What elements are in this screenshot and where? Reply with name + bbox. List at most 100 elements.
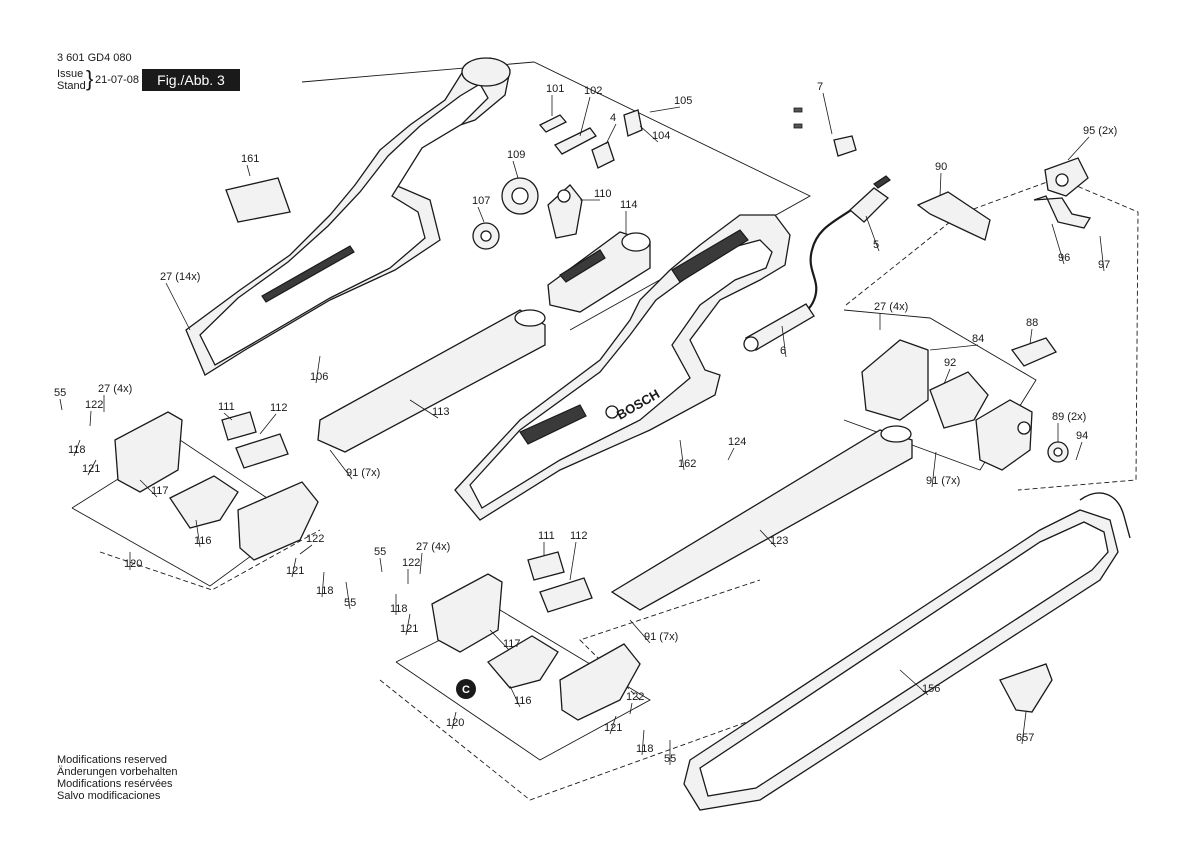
nozzle-156 (683, 492, 1131, 811)
leader-line-p20 (1029, 328, 1033, 345)
leader-line-p31 (1075, 441, 1083, 461)
part-callout-p31: 94 (1076, 430, 1088, 442)
washer-89 (1047, 441, 1069, 463)
footer-notice: Modifications reserved Änderungen vorbeh… (57, 754, 177, 802)
part-callout-p36: 124 (728, 436, 746, 448)
blower-main-housing (454, 214, 791, 521)
leader-line-p28 (259, 413, 277, 435)
part-callout-p44: 55 (344, 597, 356, 609)
bracket-90 (916, 191, 991, 241)
clip-657 (999, 663, 1053, 713)
part-callout-p16: 97 (1098, 259, 1110, 271)
part-callout-p28: 112 (270, 402, 288, 414)
leader-line-p56 (509, 685, 521, 708)
leader-line-p58 (629, 702, 633, 715)
footer-line-es: Salvo modificaciones (57, 790, 161, 802)
part-callout-p1: 161 (241, 153, 259, 165)
header-stand-label: Stand (57, 80, 86, 92)
leader-line-p8 (1067, 136, 1090, 161)
leader-line-p37 (931, 451, 937, 488)
part-callout-p62: 657 (1016, 732, 1034, 744)
part-callout-p5: 4 (610, 112, 616, 124)
leader-line-p62 (1021, 711, 1027, 745)
leader-line-p21 (929, 344, 979, 351)
part-callout-p7: 7 (817, 81, 823, 93)
leader-line-p27 (223, 412, 233, 421)
frame-dash-right (845, 177, 1139, 491)
knob-107 (472, 222, 500, 250)
label-card-161 (225, 177, 291, 223)
part-callout-p14: 5 (873, 239, 879, 251)
connectors-111-112-upper (221, 411, 289, 469)
leader-line-p48 (569, 541, 577, 581)
part-callout-p24: 55 (54, 387, 66, 399)
part-callout-p56: 116 (514, 695, 532, 707)
footer-line-en: Modifications reserved (57, 754, 168, 766)
tube-113 (317, 309, 546, 453)
leader-line-p24 (59, 398, 63, 411)
leader-line-p46 (419, 552, 423, 575)
leader-line-p39 (195, 519, 201, 548)
part-callout-p39: 116 (194, 535, 212, 547)
header-issue-label: Issue (57, 68, 84, 80)
header-issue-date: 21-07-08 (95, 74, 140, 86)
part-callout-p15: 96 (1058, 252, 1070, 264)
part-callout-p8: 95 (2x) (1083, 125, 1117, 137)
leader-line-p38 (139, 479, 158, 498)
part-callout-p54: 91 (7x) (644, 631, 678, 643)
part-callout-p12: 114 (620, 199, 638, 211)
leader-line-p42 (291, 557, 297, 578)
right-housing-84 (861, 339, 1033, 471)
leader-line-p44 (345, 581, 351, 610)
leader-line-p19 (781, 325, 787, 358)
part-callout-p34: 91 (7x) (346, 467, 380, 479)
nozzle-end-assembly-lower (431, 573, 641, 721)
c-badge: C (456, 679, 476, 699)
part-callout-p35: 162 (678, 458, 696, 470)
part-callout-p20: 88 (1026, 317, 1038, 329)
part-callout-p11: 107 (472, 195, 490, 207)
part-callout-p19: 6 (780, 345, 786, 357)
part-callout-p9: 109 (507, 149, 525, 161)
leader-line-p54 (629, 619, 651, 644)
footer-line-de: Änderungen vorbehalten (57, 766, 178, 778)
leader-line-p7 (822, 92, 833, 135)
leader-line-p13 (939, 172, 942, 197)
leader-line-p5 (605, 123, 617, 145)
battery-housing-114 (547, 231, 651, 313)
part-callout-p6: 104 (652, 130, 670, 142)
leader-line-p59 (609, 715, 617, 735)
header-doc-number: 3 601 GD4 080 (57, 52, 132, 64)
part-callout-p50: 122 (402, 557, 420, 569)
part-callout-p2: 101 (546, 83, 564, 95)
leader-line-p4 (649, 106, 681, 113)
leader-line-p1 (246, 164, 251, 177)
leader-line-p23 (943, 368, 951, 385)
leader-line-p43 (321, 571, 325, 598)
part-callout-p4: 105 (674, 95, 692, 107)
part-callout-p30: 89 (2x) (1052, 411, 1086, 423)
clip-7 (793, 107, 857, 157)
c-badge-letter: C (462, 684, 470, 696)
leader-line-p14 (865, 215, 880, 252)
leader-line-p17 (165, 282, 191, 331)
leader-line-p45 (379, 557, 383, 573)
part-callout-p13: 90 (935, 161, 947, 173)
part-callout-p42: 121 (286, 565, 304, 577)
switch-parts (538, 109, 643, 169)
part-callout-p52: 121 (400, 623, 418, 635)
footer-line-fr: Modifications resérvées (57, 778, 173, 790)
part-callout-p10: 110 (594, 188, 612, 200)
leader-line-p3 (579, 96, 591, 137)
leader-line-p36 (727, 447, 735, 461)
part-callout-p25: 27 (4x) (98, 383, 132, 395)
frame-dash-upper-left (99, 529, 321, 591)
header-brace: } (86, 66, 94, 91)
leader-line-p52 (405, 613, 411, 636)
part-callout-p29: 113 (432, 406, 450, 418)
part-callout-p33: 121 (82, 463, 100, 475)
part-callout-p58: 122 (626, 691, 644, 703)
leader-line-p60 (641, 729, 645, 756)
